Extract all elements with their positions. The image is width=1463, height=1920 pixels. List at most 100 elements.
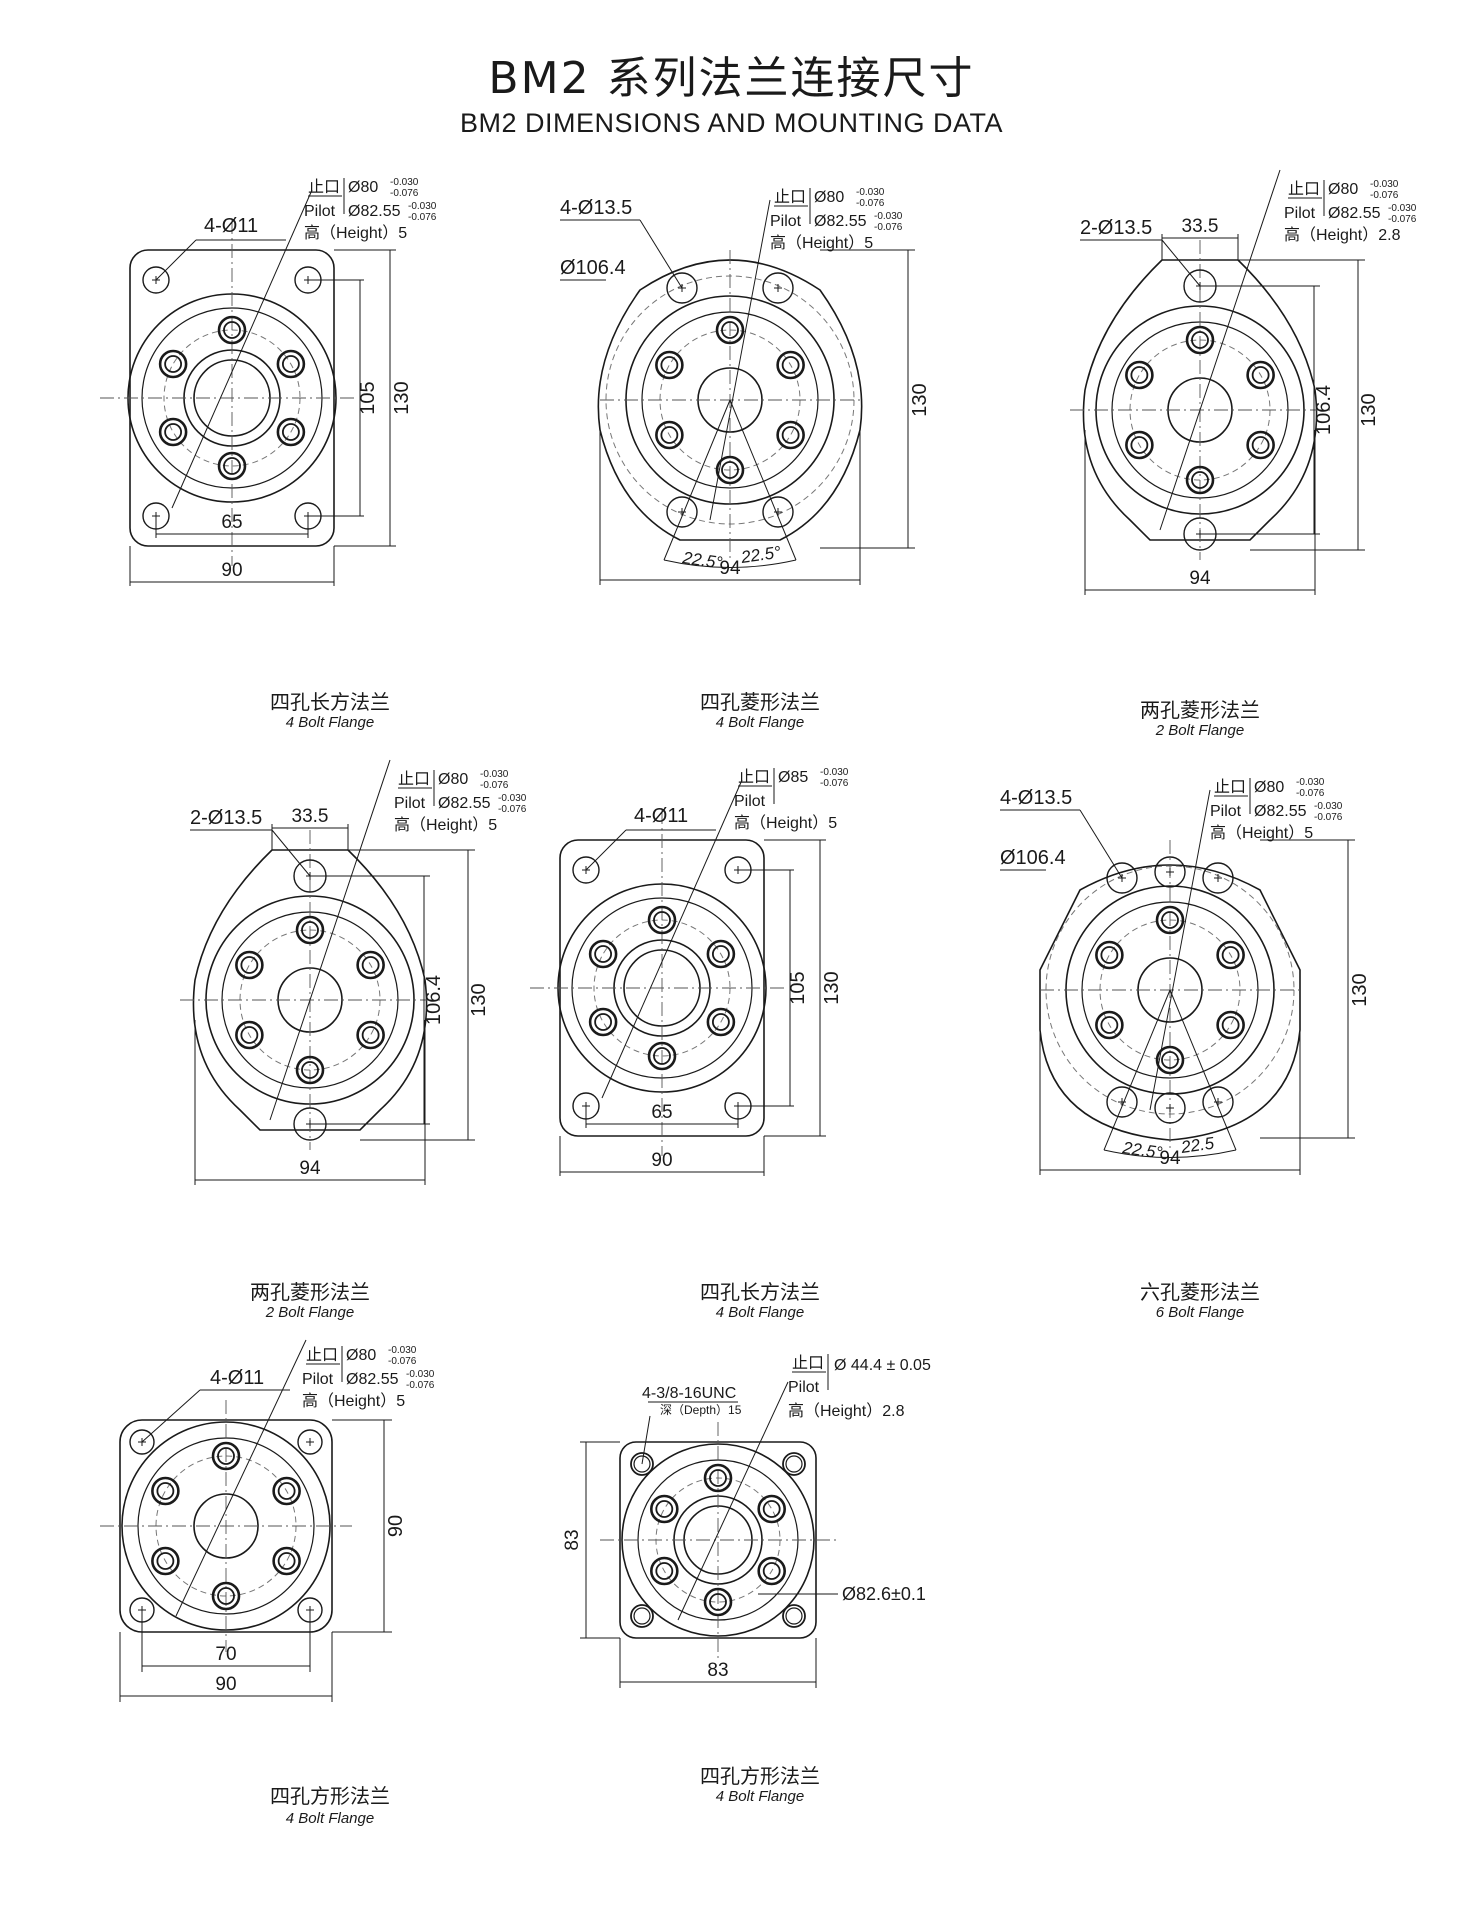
mount-hole xyxy=(666,272,698,304)
bolt-hole xyxy=(655,1562,674,1580)
threaded-hole-inner xyxy=(785,1607,803,1625)
pilot-diameter: Ø80 xyxy=(1328,181,1358,198)
angle-ray xyxy=(1169,989,1237,1151)
leader xyxy=(639,219,683,289)
leader xyxy=(641,1415,651,1465)
hole-callout: 2-Ø13.5 xyxy=(190,807,262,829)
bolt-hole xyxy=(762,1500,781,1518)
threaded-hole xyxy=(630,1452,654,1476)
bolt-boss xyxy=(1095,940,1124,970)
pilot-leader xyxy=(175,1339,307,1617)
dim-outer-vertical: 83 xyxy=(562,1529,583,1550)
angle-ray xyxy=(663,399,731,561)
angle-arc xyxy=(663,559,797,568)
caption-en: 4 Bolt Flange xyxy=(715,1788,805,1805)
pilot2-tol-lower: -0.076 xyxy=(408,212,437,223)
bolt-boss xyxy=(703,1463,733,1493)
pilot-tol-upper: -0.030 xyxy=(388,1345,417,1356)
bolt-hole xyxy=(1251,366,1270,384)
mount-hole xyxy=(1202,862,1234,894)
angle-arc xyxy=(1103,1149,1237,1158)
bolt-hole xyxy=(1130,366,1149,384)
pilot-diameter: Ø80 xyxy=(348,179,378,196)
dim-outer-horizontal: 94 xyxy=(299,1158,321,1179)
flange-face xyxy=(621,1443,815,1637)
caption-cn: 四孔长方法兰 xyxy=(700,1280,820,1304)
bolt-hole xyxy=(156,1482,175,1500)
pilot-tol-upper: -0.030 xyxy=(1296,777,1325,788)
pilot-label: Pilot xyxy=(302,1371,334,1388)
pilot-tol-lower: -0.076 xyxy=(1296,788,1325,799)
bolt-hole xyxy=(1221,1016,1240,1034)
pilot-leader xyxy=(1159,169,1281,531)
bolt-boss xyxy=(647,1041,677,1071)
pilot-diameter: Ø80 xyxy=(814,189,844,206)
hole-callout: 4-3/8-16UNC xyxy=(642,1385,736,1402)
height-label: 高（Height）5 xyxy=(304,224,407,242)
mount-hole xyxy=(762,496,794,528)
bolt-boss xyxy=(217,451,247,481)
bolt-boss xyxy=(757,1494,786,1524)
pilot2-tol-lower: -0.076 xyxy=(874,222,903,233)
pilot-label: Pilot xyxy=(1284,205,1316,222)
bolt-hole xyxy=(361,1026,380,1044)
bolt-hole xyxy=(711,945,730,963)
bolt-hole xyxy=(660,426,679,444)
bolt-hole xyxy=(240,1026,259,1044)
hole-callout: 2-Ø13.5 xyxy=(1080,217,1152,239)
bolt-hole xyxy=(711,1013,730,1031)
bolt-hole xyxy=(217,1447,235,1465)
bolt-hole xyxy=(1100,1016,1119,1034)
bolt-hole xyxy=(1251,436,1270,454)
pilot2-tol-lower: -0.076 xyxy=(406,1380,435,1391)
pilot-tol-lower: -0.076 xyxy=(390,188,419,199)
bolt-boss xyxy=(706,939,736,969)
dim-outer-vertical: 90 xyxy=(385,1515,407,1537)
bolt-hole xyxy=(277,1482,296,1500)
bolt-hole xyxy=(1191,331,1209,349)
bolt-boss xyxy=(1246,430,1275,460)
pilot-inner xyxy=(683,1505,753,1575)
bolt-hole xyxy=(164,423,183,441)
bolt-boss xyxy=(776,350,805,380)
flange-outline xyxy=(192,849,428,1131)
bolt-boss xyxy=(650,1494,679,1524)
dim-inner-vertical: 105 xyxy=(787,971,809,1004)
hole-callout: 4-Ø11 xyxy=(634,805,688,827)
caption-cn: 两孔菱形法兰 xyxy=(250,1280,370,1304)
pilot-diameter-2: Ø82.55 xyxy=(1328,205,1381,222)
bolt-boss xyxy=(235,1020,264,1050)
pilot-leader xyxy=(677,1381,789,1621)
bolt-hole xyxy=(156,1552,175,1570)
pilot-label: Pilot xyxy=(1210,803,1242,820)
dim-outer-horizontal: 90 xyxy=(215,1674,236,1695)
pilot2-tol-upper: -0.030 xyxy=(1388,203,1417,214)
bolt-hole xyxy=(721,461,739,479)
dim-outer-vertical: 130 xyxy=(909,383,931,416)
bolt-boss xyxy=(1125,430,1154,460)
dim-outer-vertical: 130 xyxy=(821,971,843,1004)
threaded-hole-inner xyxy=(785,1455,803,1473)
mount-hole xyxy=(1154,1092,1186,1124)
dim-outer-horizontal: 83 xyxy=(707,1660,728,1681)
mount-hole xyxy=(762,272,794,304)
bolt-hole xyxy=(781,356,800,374)
pilot2-tol-lower: -0.076 xyxy=(1388,214,1417,225)
bolt-hole xyxy=(301,1061,319,1079)
bolt-hole xyxy=(762,1562,781,1580)
hole-callout: 4-Ø11 xyxy=(204,215,258,237)
flange-outline xyxy=(597,259,863,541)
dim-inner-horizontal: 70 xyxy=(215,1644,236,1665)
pilot-leader xyxy=(269,759,391,1121)
mount-hole xyxy=(666,496,698,528)
pilot-cn-label: 止口 xyxy=(306,1346,338,1364)
caption-cn: 两孔菱形法兰 xyxy=(1140,698,1260,722)
bolt-hole xyxy=(281,423,300,441)
bolt-hole xyxy=(164,355,183,373)
leader xyxy=(1079,809,1123,879)
dim-inner-vertical: 105 xyxy=(357,381,379,414)
